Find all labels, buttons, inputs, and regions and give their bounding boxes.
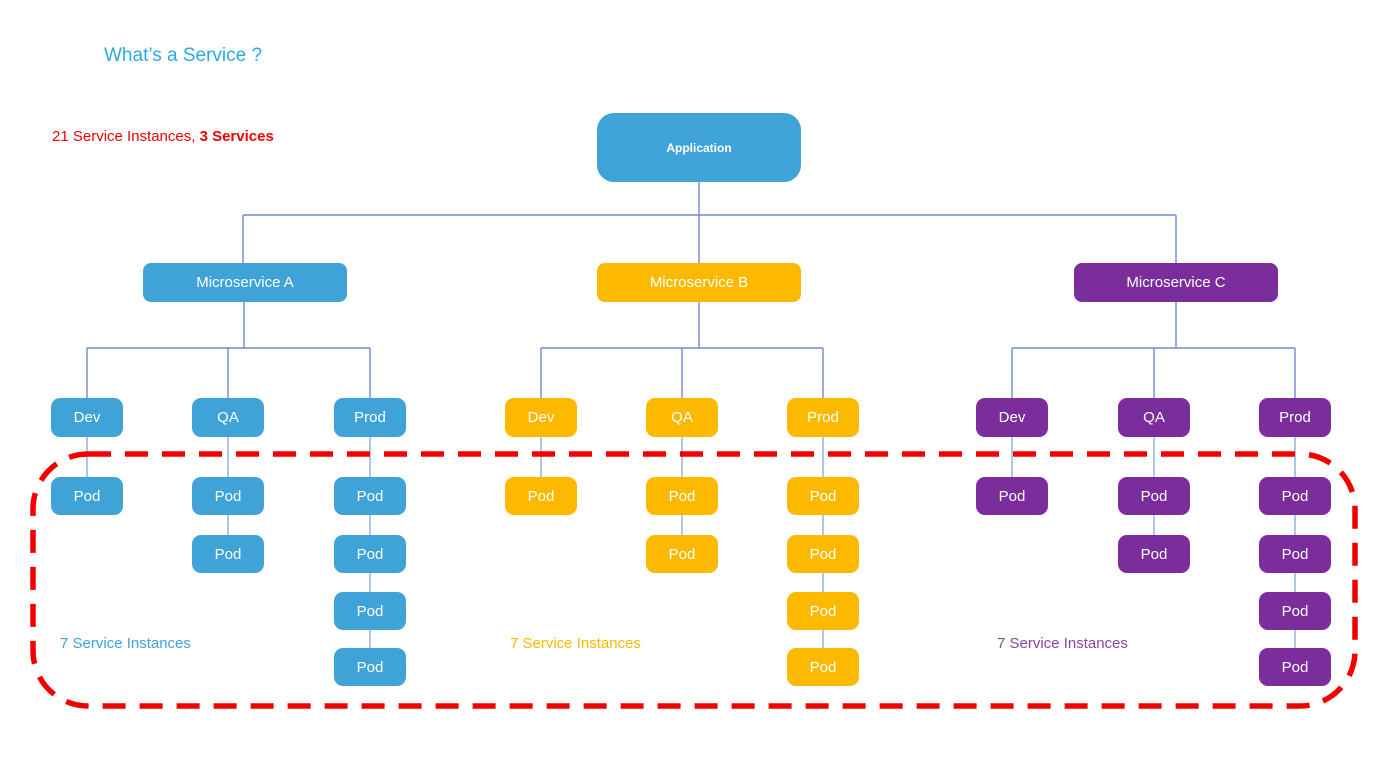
connector-msC-to-envs xyxy=(1011,302,1296,398)
node-env-c-dev: Dev xyxy=(976,398,1048,437)
connector-msB-to-envs xyxy=(540,302,824,398)
pods-boundary xyxy=(30,451,1358,709)
caption-instances-service-c: 7 Service Instances xyxy=(997,635,1128,652)
node-pod-b-prod-1: Pod xyxy=(787,477,859,515)
instances-summary-bold: 3 Services xyxy=(199,128,274,145)
instances-summary: 21 Service Instances, 3 Services xyxy=(52,128,274,145)
node-pod-b-prod-3: Pod xyxy=(787,592,859,630)
node-pod-a-prod-2: Pod xyxy=(334,535,406,573)
node-env-a-qa: QA xyxy=(192,398,264,437)
node-pod-a-qa-2: Pod xyxy=(192,535,264,573)
node-pod-a-prod-4: Pod xyxy=(334,648,406,686)
page-title: What’s a Service ? xyxy=(104,45,263,66)
node-pod-b-prod-4: Pod xyxy=(787,648,859,686)
node-microservice-a: Microservice A xyxy=(143,263,347,302)
connector-msA-to-envs xyxy=(86,302,371,398)
node-env-b-dev: Dev xyxy=(505,398,577,437)
node-env-b-prod: Prod xyxy=(787,398,859,437)
node-pod-b-qa-2: Pod xyxy=(646,535,718,573)
node-pod-b-prod-2: Pod xyxy=(787,535,859,573)
node-pod-c-dev-1: Pod xyxy=(976,477,1048,515)
instances-summary-text: 21 Service Instances, xyxy=(52,128,200,145)
node-pod-a-prod-3: Pod xyxy=(334,592,406,630)
node-microservice-b: Microservice B xyxy=(597,263,801,302)
node-env-b-qa: QA xyxy=(646,398,718,437)
node-pod-c-prod-3: Pod xyxy=(1259,592,1331,630)
node-env-c-qa: QA xyxy=(1118,398,1190,437)
caption-instances-service-b: 7 Service Instances xyxy=(510,635,641,652)
node-pod-c-prod-2: Pod xyxy=(1259,535,1331,573)
node-pod-c-prod-4: Pod xyxy=(1259,648,1331,686)
node-pod-a-prod-1: Pod xyxy=(334,477,406,515)
node-env-c-prod: Prod xyxy=(1259,398,1331,437)
node-env-a-dev: Dev xyxy=(51,398,123,437)
node-pod-c-prod-1: Pod xyxy=(1259,477,1331,515)
caption-instances-service-a: 7 Service Instances xyxy=(60,635,191,652)
connector-app-to-services xyxy=(242,182,1177,263)
connector-pods-serviceC xyxy=(1011,437,1296,648)
node-pod-b-qa-1: Pod xyxy=(646,477,718,515)
connector-pods-serviceB xyxy=(540,437,824,648)
node-env-a-prod: Prod xyxy=(334,398,406,437)
node-pod-a-dev-1: Pod xyxy=(51,477,123,515)
node-application: Application xyxy=(597,113,801,182)
node-pod-c-qa-2: Pod xyxy=(1118,535,1190,573)
node-pod-a-qa-1: Pod xyxy=(192,477,264,515)
node-pod-b-dev-1: Pod xyxy=(505,477,577,515)
node-microservice-c: Microservice C xyxy=(1074,263,1278,302)
connector-pods-serviceA xyxy=(86,437,371,648)
node-pod-c-qa-1: Pod xyxy=(1118,477,1190,515)
